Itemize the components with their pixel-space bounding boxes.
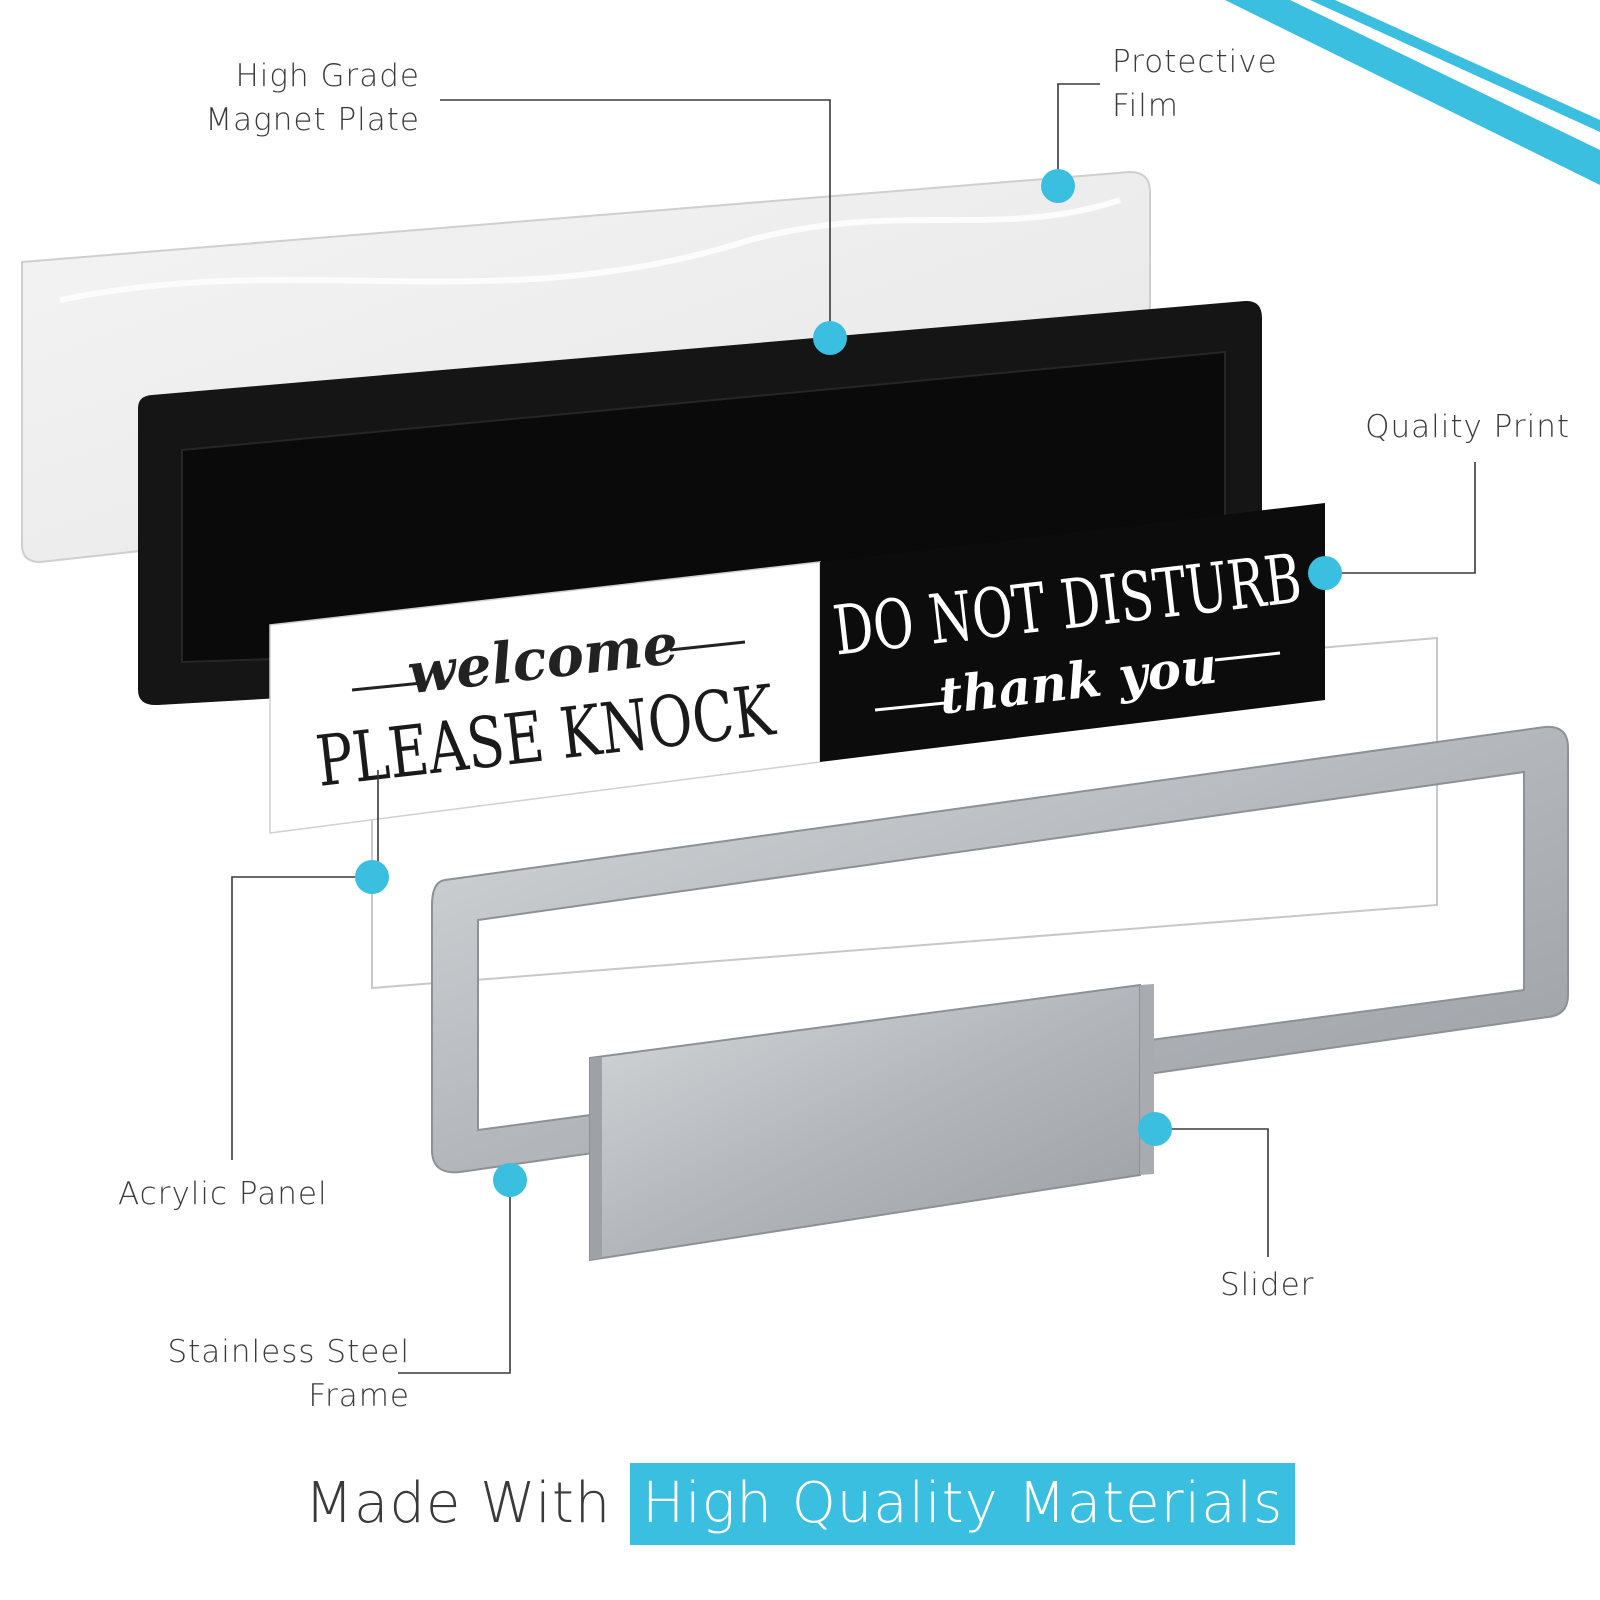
callout-quality-print-line1: Quality Print	[1365, 409, 1570, 445]
callout-slider: Slider	[1220, 1263, 1420, 1307]
callout-magnet-plate-line1: High Grade	[235, 58, 420, 94]
callout-dots	[355, 169, 1342, 1197]
printed-insert	[269, 503, 1325, 834]
leader-stainless-frame	[398, 1163, 511, 1374]
callout-protective-film-line1: Protective	[1112, 44, 1278, 80]
leader-slider	[1155, 1128, 1269, 1257]
leader-magnet-plate	[440, 99, 831, 338]
dot-slider	[1138, 1112, 1172, 1146]
leader-quality-print	[1325, 462, 1476, 574]
callout-protective-film: Protective Film	[1112, 40, 1412, 128]
callout-quality-print: Quality Print	[1270, 405, 1570, 449]
accent-stripes	[1225, 0, 1600, 185]
callout-magnet-plate-line2: Magnet Plate	[205, 102, 420, 138]
callout-acrylic-panel: Acrylic Panel	[118, 1172, 438, 1216]
callout-acrylic-panel-line1: Acrylic Panel	[118, 1176, 328, 1212]
callout-stainless-frame: Stainless Steel Frame	[90, 1330, 410, 1418]
dot-stainless-frame	[493, 1163, 527, 1197]
slider	[589, 983, 1154, 1262]
dot-acrylic-panel	[355, 860, 389, 894]
leader-acrylic-panel	[231, 770, 379, 1160]
callout-protective-film-line2: Film	[1112, 88, 1179, 124]
tagline-highlight: High Quality Materials	[630, 1463, 1296, 1545]
dot-protective-film	[1041, 169, 1075, 203]
callout-magnet-plate: High Grade Magnet Plate	[120, 54, 420, 142]
tagline-prefix: Made With	[304, 1471, 612, 1536]
callout-slider-line1: Slider	[1220, 1267, 1315, 1303]
dot-magnet-plate	[813, 321, 847, 355]
callout-stainless-frame-line2: Frame	[308, 1378, 410, 1414]
callout-stainless-frame-line1: Stainless Steel	[167, 1334, 410, 1370]
leader-protective-film	[1057, 83, 1100, 186]
dot-quality-print	[1308, 556, 1342, 590]
tagline: Made With High Quality Materials	[0, 1463, 1600, 1545]
leader-lines	[231, 83, 1476, 1374]
